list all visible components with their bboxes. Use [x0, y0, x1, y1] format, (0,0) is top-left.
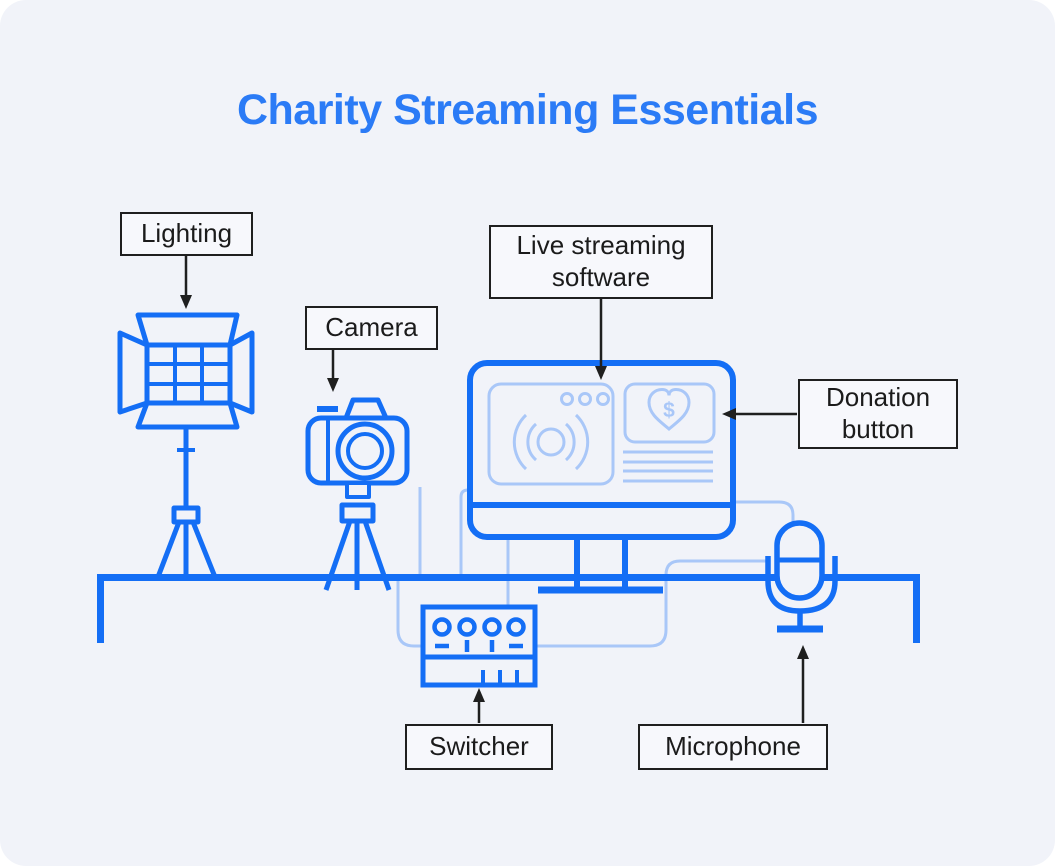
switcher-arrow — [473, 688, 485, 723]
microphone-icon — [765, 520, 838, 633]
knob-icon — [482, 617, 502, 637]
label-microphone: Microphone — [638, 724, 828, 770]
knob-icon — [457, 617, 477, 637]
broadcast-icon — [512, 413, 590, 471]
knob-icon — [432, 617, 452, 637]
camera-arrow — [327, 350, 339, 392]
donation-button-arrow — [722, 408, 797, 420]
studio-light-icon — [117, 312, 255, 578]
window-dot-icon — [596, 392, 610, 406]
streaming-app-window — [487, 382, 615, 486]
text-lines — [623, 450, 713, 483]
window-dot-icon — [560, 392, 574, 406]
camera-icon — [305, 397, 410, 591]
microphone-arrow — [797, 645, 809, 723]
switcher-icon — [420, 604, 538, 688]
lighting-arrow — [180, 256, 192, 309]
monitor-frame — [467, 360, 736, 540]
label-lighting: Lighting — [120, 212, 253, 256]
cables — [396, 487, 795, 648]
table-line — [97, 574, 920, 643]
dollar-sign: $ — [663, 399, 675, 422]
label-switcher: Switcher — [405, 724, 553, 770]
page-title: Charity Streaming Essentials — [236, 86, 819, 134]
pointer-arrows — [180, 256, 809, 723]
heart-icon — [647, 387, 691, 431]
donation-button-widget: $ — [623, 382, 716, 444]
monitor-stand — [470, 502, 733, 594]
monitor-mic-cable — [733, 500, 795, 525]
label-donation-button: Donation button — [798, 379, 958, 449]
live-streaming-software-arrow — [595, 299, 607, 380]
label-camera: Camera — [305, 306, 438, 350]
window-dot-icon — [578, 392, 592, 406]
switcher-mic-cable — [396, 559, 766, 648]
label-live-streaming-software: Live streaming software — [489, 225, 713, 299]
knob-icon — [506, 617, 526, 637]
